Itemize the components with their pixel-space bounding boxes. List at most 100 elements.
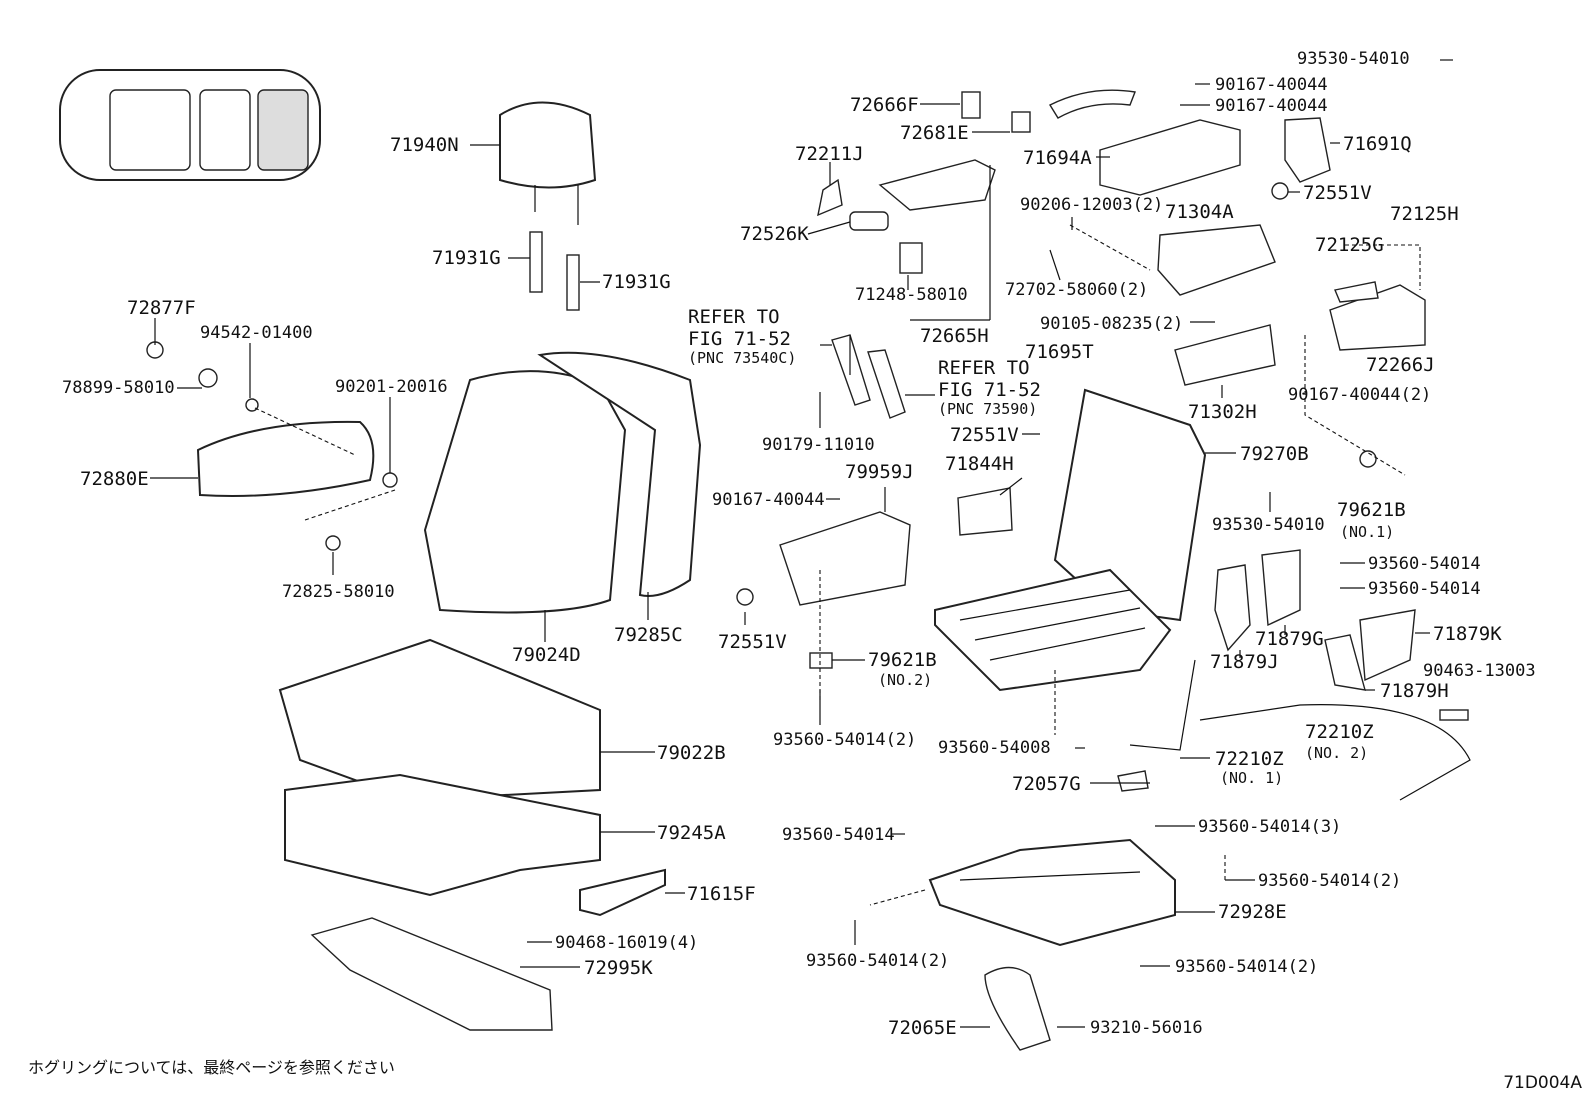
hinge-71302H	[1174, 324, 1276, 386]
cover-71879H	[1324, 634, 1366, 691]
label-93560-54014-b: 93560-54014	[1368, 579, 1481, 599]
assembly-guide-lines	[254, 224, 1421, 906]
part-labels: 71940N 71931G 71931G 72877F 94542-01400 …	[62, 49, 1536, 1039]
label-90167-40044-3: 90167-40044(2)	[1288, 385, 1431, 405]
cover-72666F	[961, 91, 981, 119]
label-72551V-left: 72551V	[718, 631, 787, 653]
pad-72526K	[849, 211, 889, 231]
label-79022B: 79022B	[657, 742, 726, 764]
label-72928E: 72928E	[1218, 901, 1287, 923]
clip-72551V-left	[736, 588, 754, 606]
label-93530-54010-top: 93530-54010	[1297, 49, 1410, 69]
seatbelt-part-1	[831, 334, 871, 406]
label-79621B-1: 79621B	[1337, 499, 1406, 521]
label-79285C: 79285C	[614, 624, 683, 646]
headrest-part	[499, 101, 597, 225]
label-79621B-2-no: (NO.2)	[878, 671, 932, 689]
label-71879J: 71879J	[1210, 651, 1279, 673]
label-72877F: 72877F	[127, 297, 196, 319]
label-72211J: 72211J	[795, 143, 864, 165]
label-79959J: 79959J	[845, 461, 914, 483]
cover-79959J	[779, 511, 911, 606]
label-72551V-mid: 72551V	[950, 424, 1019, 446]
label-72210Z-2: 72210Z	[1305, 721, 1374, 743]
label-79024D: 79024D	[512, 644, 581, 666]
cover-71844H	[957, 487, 1013, 536]
label-72266J: 72266J	[1366, 354, 1435, 376]
label-90463-13003: 90463-13003	[1423, 661, 1536, 681]
label-71844H: 71844H	[945, 453, 1014, 475]
cover-71879J	[1214, 564, 1251, 652]
label-94542-01400: 94542-01400	[200, 323, 313, 343]
cover-71879K	[1359, 609, 1416, 682]
seatbelt-part-2	[867, 349, 906, 419]
bracket-71615F	[579, 868, 666, 917]
label-93560-54008: 93560-54008	[938, 738, 1051, 758]
bolt-78899	[198, 368, 218, 388]
seatback-cushion-part	[423, 351, 702, 614]
label-71695T: 71695T	[1025, 341, 1094, 363]
cap-72825	[325, 535, 341, 551]
nut-90201	[382, 472, 398, 488]
label-72057G: 72057G	[1012, 773, 1081, 795]
label-71304A: 71304A	[1165, 201, 1234, 223]
label-72681E: 72681E	[900, 122, 969, 144]
hinge-71304A	[1157, 224, 1276, 296]
cushion-79621B-2	[809, 652, 833, 669]
refer-note-2-line2: FIG 71-52	[938, 379, 1041, 401]
strap-72065E	[984, 966, 1051, 1051]
cover-72665H	[878, 159, 996, 211]
label-90468-16019: 90468-16019(4)	[555, 933, 698, 953]
label-93210-56016: 93210-56016	[1090, 1018, 1203, 1038]
cover-71879G	[1261, 549, 1301, 627]
clip-72125G	[1334, 281, 1379, 303]
refer-note-1-line2: FIG 71-52	[688, 328, 791, 350]
label-93560-54014-e2: 93560-54014(2)	[806, 951, 949, 971]
bracket-71694A	[1099, 119, 1241, 196]
label-72065E: 72065E	[888, 1017, 957, 1039]
label-79621B-1-no: (NO.1)	[1340, 523, 1394, 541]
board-72995K	[310, 917, 553, 1031]
cover-71691Q	[1284, 117, 1331, 183]
clip-72551V-top	[1271, 182, 1289, 200]
cover-72266J	[1329, 284, 1426, 351]
label-72125G: 72125G	[1315, 234, 1384, 256]
seat-cushion-part	[278, 638, 601, 897]
label-71615F: 71615F	[687, 883, 756, 905]
label-71879H: 71879H	[1380, 680, 1449, 702]
cable-72210Z-no1	[1129, 659, 1196, 751]
bracket-72057G	[1117, 770, 1149, 792]
label-72526K: 72526K	[740, 223, 809, 245]
cable-72210Z-no2	[1199, 704, 1471, 801]
label-90179-11010: 90179-11010	[762, 435, 875, 455]
label-71879G: 71879G	[1255, 628, 1324, 650]
label-90206-12003: 90206-12003(2)	[1020, 195, 1163, 215]
leader-lines	[150, 59, 1453, 1028]
refer-note-2-line1: REFER TO	[938, 357, 1030, 379]
washer-94542	[245, 398, 259, 412]
label-72666F: 72666F	[850, 94, 919, 116]
clip-90463	[1439, 709, 1469, 721]
label-71694A: 71694A	[1023, 147, 1092, 169]
label-93560-54014-a: 93560-54014	[1368, 554, 1481, 574]
seat-frame-part	[934, 388, 1207, 692]
label-72551V-top: 72551V	[1303, 182, 1372, 204]
footnote-text: ホグリングについては、最終ページを参照ください	[28, 1058, 395, 1077]
label-71931G-a: 71931G	[432, 247, 501, 269]
label-78899-58010: 78899-58010	[62, 378, 175, 398]
label-71302H: 71302H	[1188, 401, 1257, 423]
label-90201-20016: 90201-20016	[335, 377, 448, 397]
label-72995K: 72995K	[584, 957, 653, 979]
label-72210Z-1-no: (NO. 1)	[1220, 769, 1283, 787]
figure-code: 71D004A	[1503, 1073, 1582, 1093]
label-72825-58010: 72825-58010	[282, 582, 395, 602]
label-71248-58010: 71248-58010	[855, 285, 968, 305]
label-79245A: 79245A	[657, 822, 726, 844]
label-90167-40044-4: 90167-40044	[712, 490, 825, 510]
label-93530-54010-mid: 93530-54010	[1212, 515, 1325, 535]
label-71691Q: 71691Q	[1343, 133, 1412, 155]
refer-note-1-line3: (PNC 73540C)	[688, 349, 796, 367]
cushion-79621B-1	[1359, 450, 1377, 468]
label-93560-54014-c: 93560-54014	[782, 825, 895, 845]
